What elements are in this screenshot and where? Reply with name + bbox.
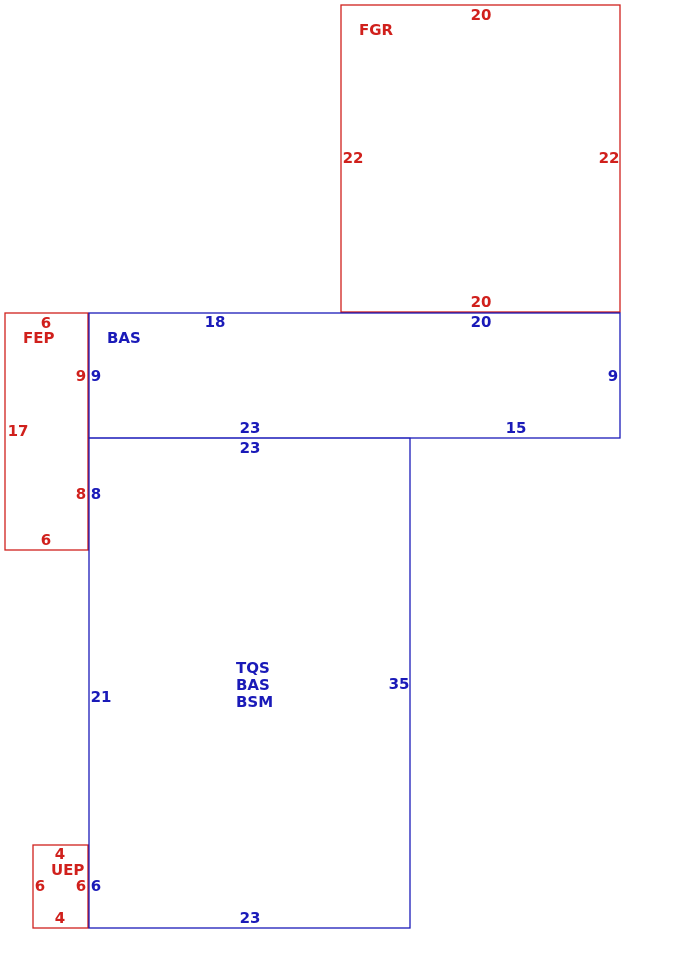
- bas-bottom-left-dimension: 23: [240, 419, 261, 437]
- uep-left-dimension: 6: [35, 877, 45, 895]
- bas-left-dimension: 9: [91, 367, 101, 385]
- bas-bottom-right-dimension: 15: [506, 419, 527, 437]
- uep-right-dimension: 6: [76, 877, 86, 895]
- fgr-left-dimension: 22: [343, 149, 364, 167]
- uep-top-dimension: 4: [55, 845, 65, 863]
- main-area-code-1: TQS: [236, 659, 270, 677]
- bas-top-right-dimension: 20: [471, 313, 492, 331]
- fep-right-lower-dimension: 8: [76, 485, 86, 503]
- main-left-upper-dimension: 8: [91, 485, 101, 503]
- main-left-middle-dimension: 21: [91, 688, 112, 706]
- bas-top-left-dimension: 18: [205, 313, 226, 331]
- main-left-lower-dimension: 6: [91, 877, 101, 895]
- fep-right-upper-dimension: 9: [76, 367, 86, 385]
- uep-bottom-dimension: 4: [55, 909, 65, 927]
- uep-outline: [32, 844, 89, 929]
- main-right-dimension: 35: [389, 675, 410, 693]
- main-top-dimension: 23: [240, 439, 261, 457]
- bas-area-code: BAS: [107, 329, 141, 347]
- fgr-bottom-dimension: 20: [471, 293, 492, 311]
- fgr-right-dimension: 22: [599, 149, 620, 167]
- fep-area-code: FEP: [23, 329, 55, 347]
- uep-area-code: UEP: [51, 861, 84, 879]
- main-outline: [88, 437, 411, 929]
- main-area-code-3: BSM: [236, 693, 273, 711]
- fep-left-dimension: 17: [8, 422, 29, 440]
- fgr-top-dimension: 20: [471, 6, 492, 24]
- main-bottom-dimension: 23: [240, 909, 261, 927]
- fep-outline: [4, 312, 89, 551]
- fep-top-dimension: 6: [41, 314, 51, 332]
- fgr-outline: [340, 4, 621, 313]
- fep-bottom-dimension: 6: [41, 531, 51, 549]
- main-area-code-2: BAS: [236, 676, 270, 694]
- bas-outline: [88, 312, 621, 439]
- bas-right-dimension: 9: [608, 367, 618, 385]
- fgr-area-code: FGR: [359, 21, 394, 39]
